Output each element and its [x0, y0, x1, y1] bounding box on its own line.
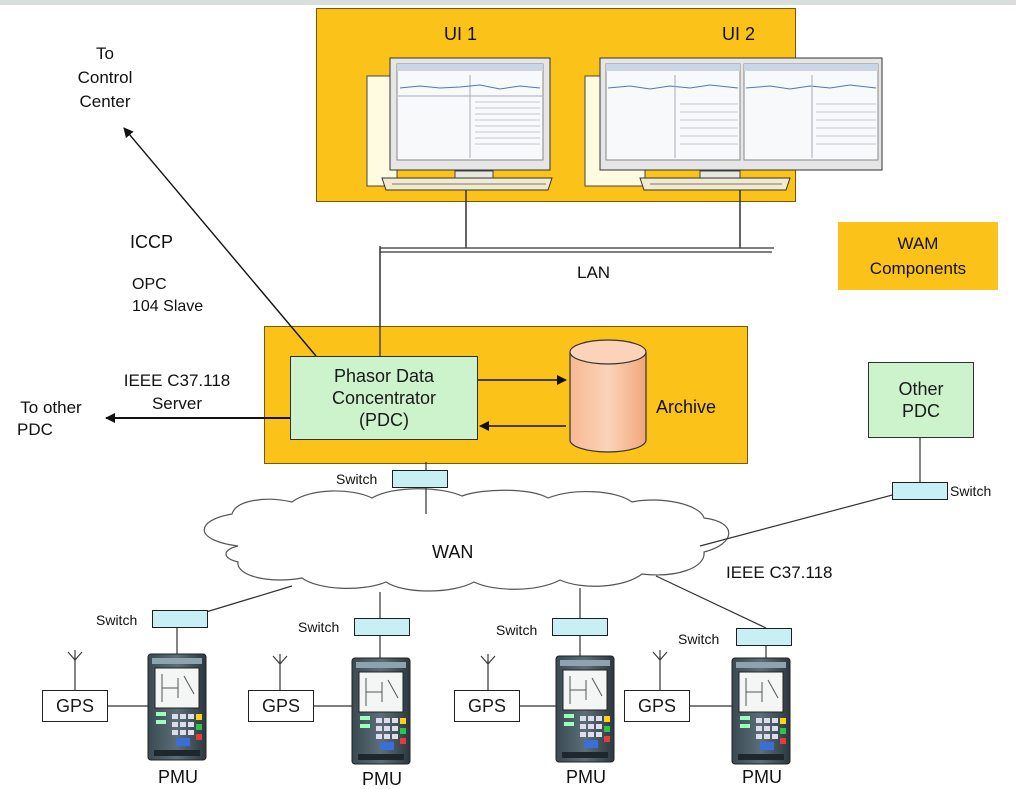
switch-pmu-1-label: Switch: [96, 612, 138, 628]
lan-lines: [379, 190, 772, 326]
wam-components-line1: WAM: [897, 234, 939, 253]
pmu-label-4: PMU: [742, 767, 782, 787]
ieee-server-label-line2: Server: [151, 394, 203, 413]
lan-label: LAN: [577, 263, 611, 282]
wam-components-line2: Components: [869, 259, 967, 278]
wan-label: WAN: [432, 542, 474, 562]
to-control-center-line1: To: [96, 44, 114, 63]
switch-pmu-3-label: Switch: [496, 622, 538, 638]
opc-label: OPC: [132, 276, 167, 293]
to-control-center-line2: Control: [77, 68, 133, 87]
ieee-server-label-line1: IEEE C37.118: [123, 371, 231, 390]
pmu-device-icon-4: [731, 657, 791, 765]
pdc-node: Phasor Data Concentrator (PDC): [290, 356, 478, 440]
other-pdc-node: Other PDC: [868, 362, 974, 438]
switch-pmu-2-label: Switch: [298, 619, 340, 635]
ui1-label: UI 1: [444, 24, 478, 44]
to-other-pdc-line1: To other: [20, 398, 82, 417]
wam-components-legend: [838, 222, 998, 290]
pdc-line3: (PDC): [359, 410, 409, 430]
other-pdc-line1: Other: [898, 379, 944, 399]
gps-4: GPS: [624, 690, 690, 722]
switch-pmu-2: [354, 618, 410, 636]
to-other-pdc-line2: PDC: [17, 420, 53, 439]
antenna-icons: [67, 650, 668, 665]
iccp-label: ICCP: [130, 232, 174, 252]
archive-cylinder: [569, 339, 647, 453]
top-rule: [0, 0, 1016, 5]
wan-cloud: [203, 488, 730, 592]
arrow-to-control-center: [123, 127, 317, 357]
pmu-device-icon-2: [351, 657, 411, 765]
pmu-label-2: PMU: [362, 769, 402, 789]
archive-label: Archive: [656, 397, 717, 417]
ui2-label: UI 2: [722, 24, 756, 44]
other-pdc-line2: PDC: [901, 401, 940, 421]
gps-3: GPS: [454, 690, 520, 722]
switch-other-pdc-label: Switch: [950, 483, 992, 499]
104-slave-label: 104 Slave: [132, 298, 204, 315]
network-links: [74, 438, 921, 707]
switch-pmu-3: [552, 618, 608, 636]
pmu-label-3: PMU: [566, 767, 606, 787]
to-control-center-line3: Center: [79, 92, 131, 111]
pdc-line1: Phasor Data: [333, 366, 435, 386]
pmu-label-1: PMU: [158, 767, 198, 787]
switch-pdc: [392, 470, 448, 488]
switch-pmu-4: [736, 628, 792, 646]
switch-pdc-label: Switch: [336, 471, 378, 487]
pdc-line2: Concentrator: [331, 388, 437, 408]
gps-1: GPS: [42, 690, 108, 722]
ieee-wan-label: IEEE C37.118: [726, 563, 833, 582]
pmu-device-icon-3: [555, 655, 615, 763]
gps-2: GPS: [248, 690, 314, 722]
switch-pmu-4-label: Switch: [678, 631, 720, 647]
pmu-device-icon-1: [147, 653, 207, 761]
switch-pmu-1: [152, 610, 208, 628]
ui1-monitor-icon: [366, 57, 553, 191]
switch-other-pdc: [892, 482, 948, 500]
ui2-monitor-icon: [584, 57, 883, 191]
